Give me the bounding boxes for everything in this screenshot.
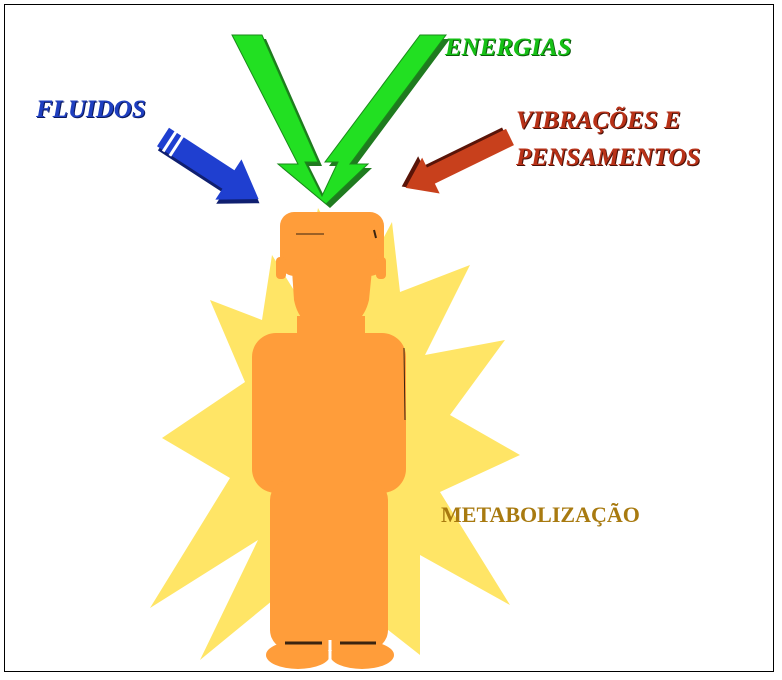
human-figure-icon xyxy=(252,212,406,669)
blue-arrow-icon xyxy=(157,127,260,204)
energias-label: ENERGIAS xyxy=(445,34,572,61)
metabolizacao-label: METABOLIZAÇÃO xyxy=(441,502,640,527)
red-arrow-icon xyxy=(401,127,514,194)
vibracoes-label: VIBRAÇÕES E PENSAMENTOS xyxy=(516,102,700,176)
figure-details xyxy=(285,229,406,668)
fluidos-label: FLUIDOS xyxy=(36,96,146,123)
vibracoes-label-line2: PENSAMENTOS xyxy=(516,144,701,171)
vibracoes-label-line1: VIBRAÇÕES E xyxy=(516,107,681,134)
green-v-arrow-icon xyxy=(231,34,450,208)
